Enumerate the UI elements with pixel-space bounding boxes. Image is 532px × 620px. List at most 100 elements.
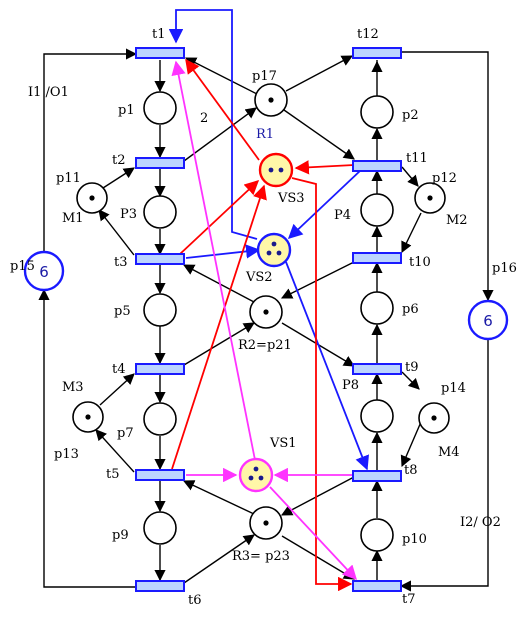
label-p14: p14 xyxy=(441,381,466,396)
transition-t12[interactable] xyxy=(352,47,402,59)
token-dot xyxy=(427,195,433,201)
arc-t8-p23 xyxy=(281,476,355,516)
label-p8: P8 xyxy=(342,378,359,393)
label-t2: t2 xyxy=(112,153,126,168)
idle-places xyxy=(23,250,509,341)
arc-p21-t3 xyxy=(183,264,255,303)
transition-t11[interactable] xyxy=(352,160,402,172)
place-p1[interactable] xyxy=(143,91,177,125)
label-p23: R3= p23 xyxy=(232,549,290,564)
label-p4: P4 xyxy=(334,208,351,223)
label-p6: p6 xyxy=(402,302,419,317)
label-vs3: VS3 xyxy=(277,191,305,206)
token-dot xyxy=(258,475,264,481)
place-p6[interactable] xyxy=(360,291,394,325)
label-p12: p12 xyxy=(432,171,457,186)
label-io1: I1 /O1 xyxy=(28,85,69,100)
transition-t6[interactable] xyxy=(135,580,185,592)
label-p16: p16 xyxy=(492,261,517,276)
label-p1: p1 xyxy=(118,103,135,118)
place-p5[interactable] xyxy=(143,293,177,327)
label-vs2: VS2 xyxy=(245,270,273,285)
transition-t2[interactable] xyxy=(135,157,185,169)
transition-t5[interactable] xyxy=(135,469,185,481)
blue-arcs xyxy=(168,9,369,471)
labels: t1 t2 t3 t4 t5 t6 t7 t8 t9 t10 t11 t12 p… xyxy=(10,27,517,608)
p15-token-count: 6 xyxy=(39,263,49,281)
arc-t2-p17 xyxy=(183,107,257,162)
transition-t1[interactable] xyxy=(135,47,185,59)
token-dot xyxy=(253,466,259,472)
label-t1: t1 xyxy=(152,27,166,42)
place-p3[interactable] xyxy=(143,195,177,229)
token-dot xyxy=(431,415,437,421)
arc-t11-vs2 xyxy=(287,169,362,239)
red-arcs xyxy=(171,58,355,592)
label-t7: t7 xyxy=(402,592,416,607)
label-io2: I2/ O2 xyxy=(460,515,501,530)
arc-p11-t2 xyxy=(102,167,135,189)
token-dot xyxy=(248,475,254,481)
resource-vs3[interactable] xyxy=(258,152,294,188)
label-t10: t10 xyxy=(409,255,431,270)
place-p9[interactable] xyxy=(143,511,177,545)
arc-t3-vs3 xyxy=(179,180,260,255)
token-dot xyxy=(263,520,269,526)
place-p8[interactable] xyxy=(360,399,394,433)
label-t4: t4 xyxy=(112,362,126,377)
place-p7[interactable] xyxy=(143,402,177,436)
resource-vs2[interactable] xyxy=(256,232,292,268)
label-p13: p13 xyxy=(54,447,79,462)
label-p10: p10 xyxy=(402,532,427,547)
arc-vs1-t1 xyxy=(171,60,256,461)
token-dot xyxy=(266,250,272,256)
resource-places xyxy=(238,152,294,493)
token-dot xyxy=(85,414,91,420)
label-p5: p5 xyxy=(114,304,131,319)
label-m2: M2 xyxy=(446,213,468,228)
arc-t6-p15 xyxy=(38,288,136,588)
place-p16[interactable] xyxy=(467,299,509,341)
transition-t10[interactable] xyxy=(352,252,402,264)
arc-p15-t1 xyxy=(43,48,138,252)
label-m1: M1 xyxy=(62,211,84,226)
arc-p17-t11 xyxy=(283,109,355,160)
place-p2[interactable] xyxy=(360,95,394,129)
arc-vs1-t7 xyxy=(269,486,357,581)
label-m4: M4 xyxy=(438,445,460,460)
arc-vs2-t8 xyxy=(285,261,369,471)
transition-t4[interactable] xyxy=(135,363,185,375)
arc-t4-p21 xyxy=(183,322,255,366)
arc-t11-p12 xyxy=(401,166,419,187)
label-arc-weight: 2 xyxy=(200,111,208,126)
arc-p23-t7 xyxy=(281,535,355,580)
transition-t7[interactable] xyxy=(352,580,402,592)
label-vs1: VS1 xyxy=(269,436,297,451)
arc-t11-vs3 xyxy=(294,160,355,175)
label-p2: p2 xyxy=(402,108,419,123)
arc-t5-p13 xyxy=(95,429,135,473)
transition-t3[interactable] xyxy=(135,253,185,265)
label-p7: p7 xyxy=(117,426,134,441)
label-t11: t11 xyxy=(406,151,428,166)
place-p10[interactable] xyxy=(360,518,394,552)
arc-vs3-t1 xyxy=(185,58,260,161)
token-dot xyxy=(271,241,277,247)
transition-t8[interactable] xyxy=(352,470,402,482)
token-dot xyxy=(268,167,274,173)
label-t3: t3 xyxy=(114,255,128,270)
place-p4[interactable] xyxy=(360,193,394,227)
label-t8: t8 xyxy=(404,463,418,478)
place-p15[interactable] xyxy=(23,250,65,292)
label-m3: M3 xyxy=(62,380,84,395)
arc-t9-p14 xyxy=(401,371,420,390)
label-t12: t12 xyxy=(357,27,379,42)
token-dot xyxy=(89,195,95,201)
resource-vs1[interactable] xyxy=(238,457,274,493)
arc-t10-p21 xyxy=(280,261,355,299)
arc-p16-t7 xyxy=(399,340,489,592)
transition-t9[interactable] xyxy=(352,363,402,375)
label-t5: t5 xyxy=(106,467,120,482)
arc-t5-vs3 xyxy=(171,184,267,470)
